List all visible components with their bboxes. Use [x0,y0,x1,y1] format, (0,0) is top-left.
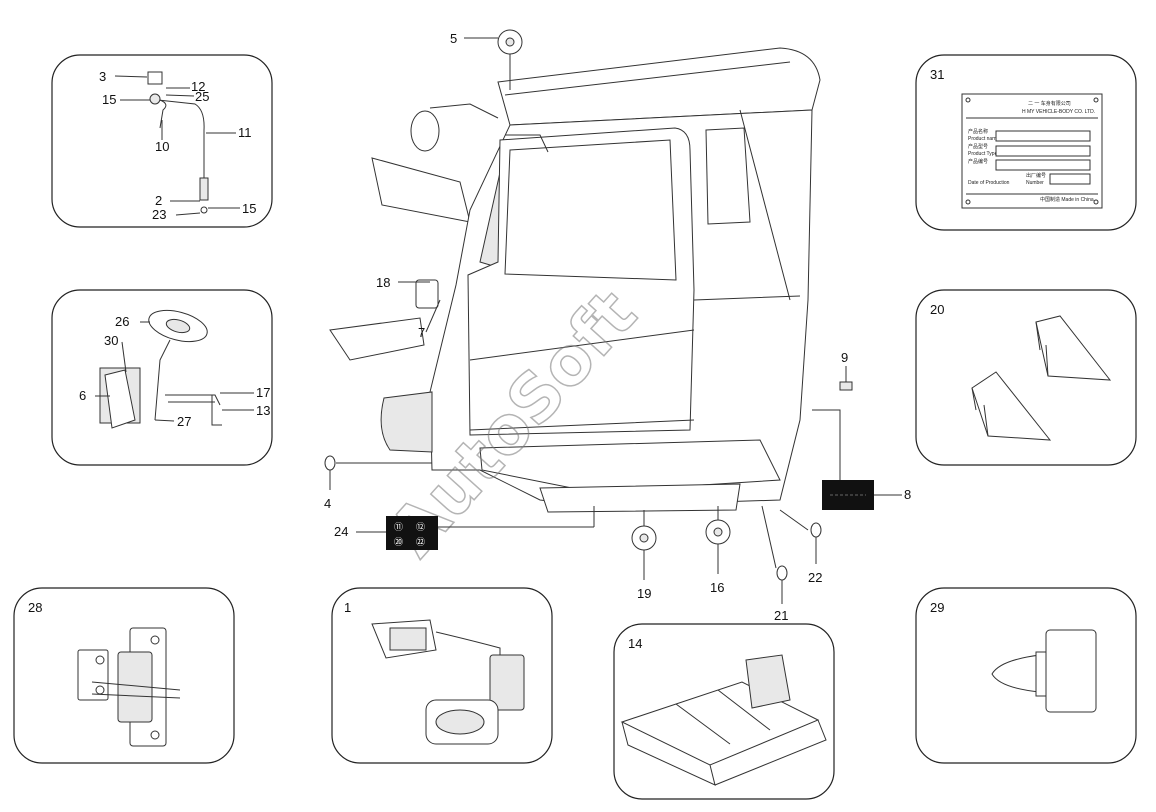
plate-row-label: Product name [968,136,999,142]
callout-4: 4 [324,496,331,511]
washer-part [776,565,788,581]
plate-row-label: Number [1026,180,1044,186]
chip-text: ㉒ [416,537,425,547]
label-20: 20 [930,302,944,317]
callout-27: 27 [177,414,191,429]
callout-6: 6 [79,388,86,403]
callout-15-bottom: 15 [242,201,256,216]
callout-group: 5 18 7 9 4 8 ⑪ ⑫ ⑳ ㉒ 24 19 [324,29,911,623]
cable-end-part [199,177,209,201]
panel-31-nameplate: 二 一 车身有限公司 H MY VEHICLE-BODY CO. LTD. 产品… [915,54,1137,231]
callout-25: 25 [195,89,209,104]
callout-24: 24 [334,524,348,539]
bracket-part [971,371,1052,441]
panel-1-door-handle: 1 [331,587,553,764]
panel-29-lamp: 29 [915,587,1137,764]
panel-20-brackets: 20 [915,289,1137,466]
chip-text: ⑪ [394,522,403,532]
label-1: 1 [344,600,351,615]
callout-26: 26 [115,314,129,329]
switch-part [147,71,163,85]
bracket-part [1035,315,1112,381]
lamp-body-part [1045,629,1097,713]
callout-8: 8 [904,487,911,502]
washer-part [324,455,336,471]
washer-part [810,522,822,538]
panel-28-hinge: 28 [13,587,235,764]
lock-mechanism-part [489,654,525,711]
plate-row-label: Product Type [968,151,998,157]
plate-row-label: 产品型号 [968,143,988,150]
callout-19: 19 [637,586,651,601]
clamp-part [149,93,161,105]
callout-9: 9 [841,350,848,365]
callout-18: 18 [376,275,390,290]
callout-10: 10 [155,139,169,154]
plate-row-label: 出厂编号 [1026,172,1046,179]
callout-2: 2 [155,193,162,208]
panel-steering-assembly: 26 30 6 17 13 27 [51,289,273,466]
callout-15-top: 15 [102,92,116,107]
callout-16: 16 [710,580,724,595]
callout-22: 22 [808,570,822,585]
callout-23: 23 [152,207,166,222]
plate-row-label: Date of Production [968,180,1010,186]
plate-row-label: 产品编号 [968,158,988,165]
callout-12: 12 [191,79,205,94]
cab-illustration [329,47,853,513]
label-29: 29 [930,600,944,615]
label-28: 28 [28,600,42,615]
label-31: 31 [930,67,944,82]
callout-3: 3 [99,69,106,84]
label-14: 14 [628,636,642,651]
callout-21: 21 [774,608,788,623]
panel-14-floor-cover: 14 [613,623,835,800]
chip-text: ⑫ [416,522,425,532]
plate-row-label: 产品名称 [968,128,988,135]
plate-footer: 中国制造 Made in China [1040,196,1094,203]
callout-17: 17 [256,385,270,400]
callout-7: 7 [418,325,425,340]
callout-11: 11 [238,125,252,140]
chip-text: ⑳ [394,537,403,547]
callout-30: 30 [104,333,118,348]
plate-company: 二 一 车身有限公司 [1028,100,1071,107]
callout-5: 5 [450,31,457,46]
plate-company-en: H MY VEHICLE-BODY CO. LTD. [1022,109,1095,115]
panel-cable-assembly: 3 12 25 15 11 10 2 15 23 [51,54,273,228]
callout-13: 13 [256,403,270,418]
decal-24-part [386,516,438,550]
